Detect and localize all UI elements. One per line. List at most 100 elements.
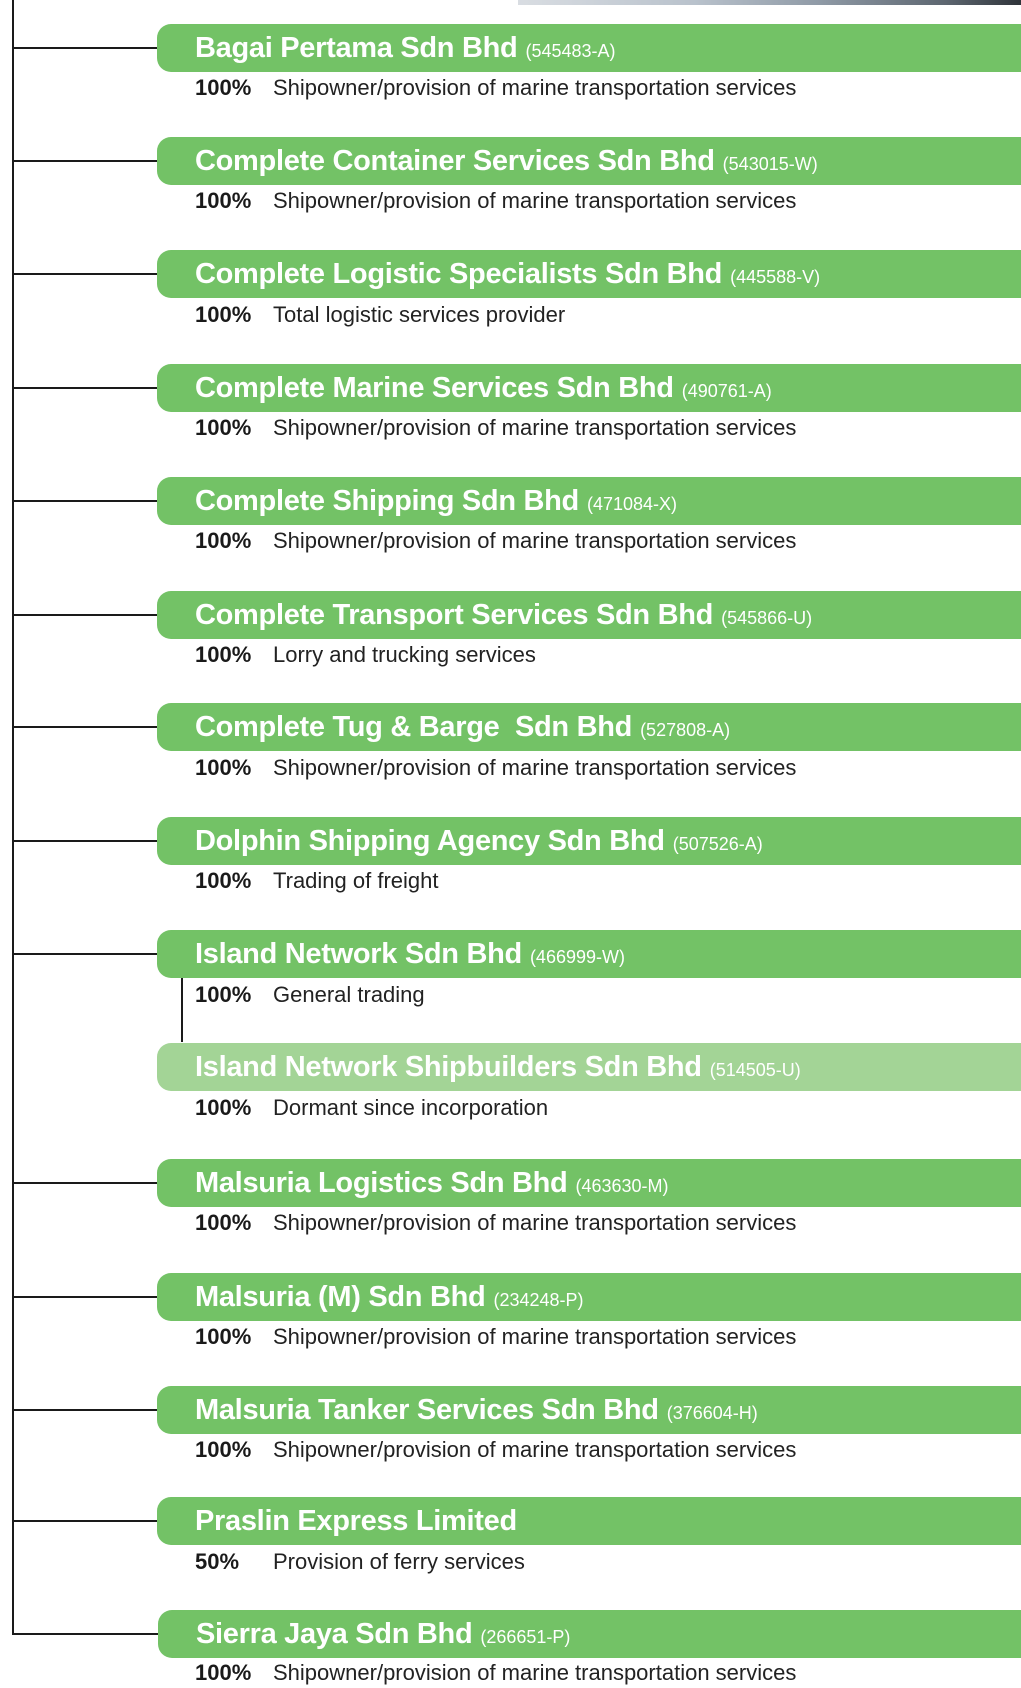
company-name: Island Network Shipbuilders Sdn Bhd [195,1050,702,1083]
company-registration-number: (507526-A) [672,833,763,854]
company-bar: Complete Shipping Sdn Bhd (471084-X) [157,477,1021,525]
subsidiary-description: 100% General trading [195,980,425,1010]
subsidiary-description: 100% Shipowner/provision of marine trans… [195,526,796,556]
principal-activity: Shipowner/provision of marine transporta… [273,75,797,100]
company-registration-number: (376604-H) [666,1402,758,1423]
connector-line [12,1520,158,1522]
principal-activity: Shipowner/provision of marine transporta… [273,755,797,780]
sub-branch-connector-line [181,978,183,1042]
company-bar-dormant: Island Network Shipbuilders Sdn Bhd (514… [157,1043,1021,1091]
subsidiary-description: 100% Dormant since incorporation [195,1093,548,1123]
principal-activity: Trading of freight [273,868,439,893]
company-bar: Complete Tug & Barge Sdn Bhd (527808-A) [157,703,1021,751]
connector-line [12,500,158,502]
connector-line [12,726,158,728]
company-name: Complete Container Services Sdn Bhd [195,144,715,177]
company-name: Malsuria Tanker Services Sdn Bhd [195,1393,659,1426]
company-bar: Praslin Express Limited [157,1497,1021,1545]
company-name: Malsuria (M) Sdn Bhd [195,1280,486,1313]
company-name: Complete Transport Services Sdn Bhd [195,598,714,631]
company-name: Complete Shipping Sdn Bhd [195,484,579,517]
equity-percentage: 100% [195,415,252,440]
principal-activity: Provision of ferry services [273,1549,525,1574]
equity-percentage: 100% [195,1660,252,1685]
connector-line [12,953,158,955]
subsidiary-description: 100% Trading of freight [195,866,439,896]
company-name: Malsuria Logistics Sdn Bhd [195,1166,568,1199]
subsidiary-description: 100% Shipowner/provision of marine trans… [195,1208,796,1238]
subsidiary-description: 100% Shipowner/provision of marine trans… [195,73,796,103]
company-bar: Malsuria Logistics Sdn Bhd (463630-M) [157,1159,1021,1207]
principal-activity: Shipowner/provision of marine transporta… [273,415,797,440]
connector-line [12,1409,158,1411]
subsidiary-description: 100% Shipowner/provision of marine trans… [195,1435,796,1465]
connector-line [12,614,158,616]
company-bar: Complete Transport Services Sdn Bhd (545… [157,591,1021,639]
org-chart-trunk-line [12,0,14,1634]
connector-line [12,387,158,389]
company-name: Sierra Jaya Sdn Bhd [196,1617,473,1650]
company-registration-number: (266651-P) [480,1626,571,1647]
company-registration-number: (514505-U) [709,1059,801,1080]
connector-line [12,160,158,162]
equity-percentage: 100% [195,1437,252,1462]
company-bar: Complete Container Services Sdn Bhd (543… [157,137,1021,185]
company-bar: Complete Logistic Specialists Sdn Bhd (4… [157,250,1021,298]
subsidiary-description: 100% Total logistic services provider [195,300,565,330]
company-name: Dolphin Shipping Agency Sdn Bhd [195,824,665,857]
company-bar: Island Network Sdn Bhd (466999-W) [157,930,1021,978]
equity-percentage: 100% [195,188,252,213]
company-name: Complete Tug & Barge Sdn Bhd [195,710,633,743]
equity-percentage: 100% [195,1210,252,1235]
company-registration-number: (466999-W) [529,946,625,967]
principal-activity: Shipowner/provision of marine transporta… [273,1437,797,1462]
company-bar: Dolphin Shipping Agency Sdn Bhd (507526-… [157,817,1021,865]
equity-percentage: 100% [195,755,252,780]
subsidiary-description: 100% Shipowner/provision of marine trans… [195,413,796,443]
connector-line [12,47,158,49]
company-registration-number: (545483-A) [525,40,616,61]
equity-percentage: 100% [195,75,252,100]
subsidiary-description: 100% Shipowner/provision of marine trans… [195,1659,796,1687]
company-bar: Sierra Jaya Sdn Bhd (266651-P) [158,1610,1021,1658]
subsidiary-description: 100% Shipowner/provision of marine trans… [195,1322,796,1352]
subsidiary-description: 50% Provision of ferry services [195,1547,525,1577]
company-name: Island Network Sdn Bhd [195,937,522,970]
company-registration-number: (471084-X) [586,493,678,514]
subsidiary-description: 100% Shipowner/provision of marine trans… [195,753,796,783]
company-bar: Complete Marine Services Sdn Bhd (490761… [157,364,1021,412]
principal-activity: Shipowner/provision of marine transporta… [273,1210,797,1235]
equity-percentage: 100% [195,302,252,327]
company-registration-number: (463630-M) [575,1175,669,1196]
subsidiary-description: 100% Lorry and trucking services [195,640,536,670]
company-registration-number: (545866-U) [721,607,813,628]
equity-percentage: 100% [195,528,252,553]
company-name: Praslin Express Limited [195,1504,517,1537]
principal-activity: Dormant since incorporation [273,1095,549,1120]
connector-line-last [12,1633,159,1635]
company-registration-number: (490761-A) [681,380,772,401]
equity-percentage: 100% [195,868,252,893]
equity-percentage: 50% [195,1549,240,1574]
company-bar: Bagai Pertama Sdn Bhd (545483-A) [157,24,1021,72]
subsidiary-description: 100% Shipowner/provision of marine trans… [195,186,796,216]
equity-percentage: 100% [195,1324,252,1349]
connector-line [12,1182,158,1184]
company-bar: Malsuria Tanker Services Sdn Bhd (376604… [157,1386,1021,1434]
equity-percentage: 100% [195,982,252,1007]
principal-activity: Lorry and trucking services [273,642,536,667]
connector-line [12,840,158,842]
principal-activity: Shipowner/provision of marine transporta… [273,1660,797,1685]
company-registration-number: (234248-P) [493,1289,584,1310]
connector-line [12,273,158,275]
company-registration-number: (527808-A) [640,719,731,740]
principal-activity: Shipowner/provision of marine transporta… [273,1324,797,1349]
company-name: Complete Logistic Specialists Sdn Bhd [195,257,723,290]
principal-activity: Shipowner/provision of marine transporta… [273,528,797,553]
company-bar: Malsuria (M) Sdn Bhd (234248-P) [157,1273,1021,1321]
principal-activity: General trading [273,982,425,1007]
company-registration-number: (543015-W) [722,153,818,174]
company-name: Complete Marine Services Sdn Bhd [195,371,674,404]
equity-percentage: 100% [195,1095,252,1120]
equity-percentage: 100% [195,642,252,667]
